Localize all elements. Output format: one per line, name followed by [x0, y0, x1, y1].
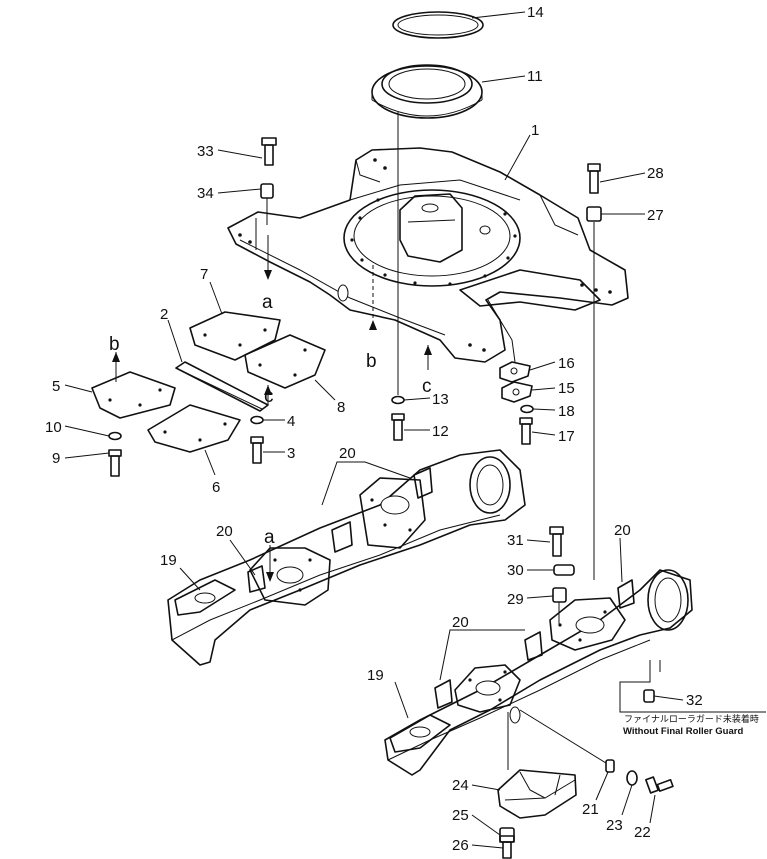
callout-labels: 14 11 1 33 34 28 27 7 2 5 8 10 9 4 3 6 1…	[45, 4, 703, 854]
part-16-plate	[499, 361, 531, 383]
ref-a-bottom: a	[264, 527, 275, 548]
ref-c-center: c	[422, 376, 432, 397]
part-34-bushing	[260, 183, 274, 199]
note-without-final-roller-guard: ファイナルローラガード未装着時 Without Final Roller Gua…	[623, 713, 759, 737]
callout-13: 13	[432, 391, 449, 408]
part-9-bolt	[108, 449, 122, 477]
callout-2: 2	[160, 306, 168, 323]
callout-29: 29	[507, 591, 524, 608]
part-22-bolt	[645, 776, 674, 794]
leader-lines	[64, 11, 684, 849]
callout-14: 14	[527, 4, 544, 21]
reference-arrows	[112, 235, 432, 582]
note-english: Without Final Roller Guard	[623, 726, 743, 737]
part-27-bushing	[586, 206, 602, 222]
callout-11: 11	[527, 68, 543, 85]
callout-15: 15	[558, 380, 575, 397]
part-25-bushing	[499, 827, 515, 843]
callout-27: 27	[647, 207, 664, 224]
callout-20-right: 20	[614, 522, 631, 539]
callout-25: 25	[452, 807, 469, 824]
part-33-bolt	[261, 137, 277, 166]
part-8-cover	[244, 334, 326, 389]
part-17-bolt	[519, 417, 533, 445]
part-4-washer	[250, 415, 264, 425]
callout-24: 24	[452, 777, 469, 794]
callout-28: 28	[647, 165, 664, 182]
ref-b-left: b	[109, 334, 120, 355]
part-30-spacer	[553, 564, 575, 576]
callout-20-left: 20	[216, 523, 233, 540]
callout-33: 33	[197, 143, 214, 160]
callout-21: 21	[582, 801, 599, 818]
part-1-track-frame-center	[227, 147, 629, 363]
part-32-plug	[643, 689, 655, 703]
callout-6: 6	[212, 479, 220, 496]
part-24-roller-guard	[497, 769, 577, 819]
part-12-bolt	[391, 413, 405, 441]
callout-22: 22	[634, 824, 651, 841]
part-6-cover	[147, 404, 241, 453]
callout-19-upper: 19	[160, 552, 177, 569]
part-19-track-frame-right	[384, 569, 693, 776]
callout-5: 5	[52, 378, 60, 395]
callout-19-lower: 19	[367, 667, 384, 684]
part-18-washer	[520, 404, 534, 414]
callout-32: 32	[686, 692, 703, 709]
callout-34: 34	[197, 185, 214, 202]
callout-26: 26	[452, 837, 469, 854]
callout-1: 1	[531, 122, 539, 139]
part-23-washer	[626, 770, 638, 786]
ref-c-left: c	[264, 386, 274, 407]
ref-a-top: a	[262, 292, 273, 313]
callout-31: 31	[507, 532, 524, 549]
callout-7: 7	[200, 266, 208, 283]
part-19-track-frame-left	[167, 449, 526, 666]
callout-18: 18	[558, 403, 575, 420]
part-11-seal	[371, 64, 483, 119]
part-21-pin	[605, 759, 615, 773]
part-29-bushing	[552, 587, 567, 603]
ref-b-center: b	[366, 351, 377, 372]
callout-9: 9	[52, 450, 60, 467]
part-15-gasket	[501, 381, 533, 403]
callout-17: 17	[558, 428, 575, 445]
callout-23: 23	[606, 817, 623, 834]
part-5-cover	[91, 371, 176, 419]
callout-20-top: 20	[339, 445, 356, 462]
callout-8: 8	[337, 399, 345, 416]
part-10-washer	[108, 431, 122, 441]
part-13-washer	[391, 395, 405, 405]
part-2-plate	[175, 361, 269, 412]
note-japanese: ファイナルローラガード未装着時	[624, 713, 759, 725]
callout-30: 30	[507, 562, 524, 579]
part-26-bolt	[499, 835, 515, 859]
part-28-bolt	[587, 163, 601, 194]
callout-16: 16	[558, 355, 575, 372]
callout-4: 4	[287, 413, 295, 430]
part-14-snap-ring	[392, 11, 484, 39]
callout-20-mid: 20	[452, 614, 469, 631]
callout-10: 10	[45, 419, 62, 436]
callout-12: 12	[432, 423, 449, 440]
callout-3: 3	[287, 445, 295, 462]
part-31-bolt	[549, 526, 564, 557]
reference-letters: a a b b c c	[109, 292, 432, 548]
part-7-cover	[189, 311, 281, 361]
part-3-bolt	[250, 436, 264, 464]
